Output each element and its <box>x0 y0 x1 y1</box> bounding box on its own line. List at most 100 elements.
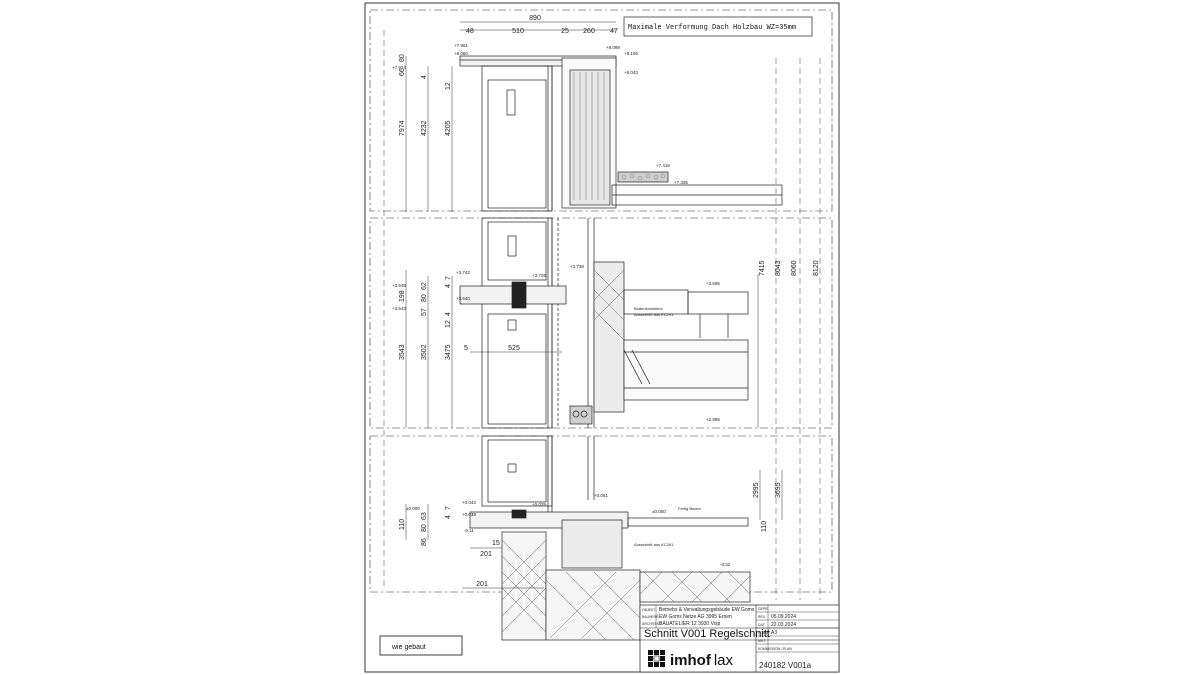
tb-label-gepr: GEPR. <box>758 607 769 611</box>
dim-201-b: 201 <box>476 581 488 588</box>
level-neg011: -0.11 <box>464 528 474 533</box>
tb-architekt: BAUATELIER 12 3930 Visp <box>659 621 720 627</box>
dim-201-a: 201 <box>480 551 492 558</box>
title-block: OBJEKT BAUHERR ARCHITEKT Betriebs & Verw… <box>639 604 840 673</box>
dim-86: 86 <box>421 538 428 546</box>
brand-light: lax <box>714 652 734 669</box>
dim-3695: 3695 <box>775 482 782 498</box>
dim-510: 510 <box>512 28 524 35</box>
dim-4205: 4205 <box>445 120 452 136</box>
level-3548: +3.548 <box>392 283 406 288</box>
bottom-segment <box>469 435 751 641</box>
level-8105: +8.105 <box>624 51 638 56</box>
dim-12-mid: 12 <box>445 320 452 328</box>
level-markers: +7.974 +7.961 +8.060 +8.098 +8.105 +8.04… <box>392 43 731 567</box>
dimension-lines <box>405 21 783 589</box>
level-3729: +3.729 <box>532 273 546 278</box>
level-0000-floor: ±0.000 <box>652 509 666 514</box>
level-7974: +7.974 <box>392 65 406 70</box>
sheet-frame <box>364 2 840 673</box>
level-3695: +3.695 <box>706 281 720 286</box>
dim-12-top: 12 <box>445 82 452 90</box>
label-bodenkonvektor: Bodenkonvektor <box>634 306 664 311</box>
dim-62: 62 <box>421 282 428 290</box>
tb-label-architekt: ARCHITEKT <box>642 622 661 626</box>
tb-label-rev: REV. <box>758 615 766 619</box>
level-3738: +3.738 <box>570 264 584 269</box>
dim-47: 47 <box>610 28 618 35</box>
dim-25: 25 <box>561 28 569 35</box>
dim-890: 890 <box>529 15 541 22</box>
dim-5: 5 <box>464 345 468 352</box>
tb-bauherr: EW Goms Netze AG 3995 Ernen <box>659 614 732 620</box>
dim-48: 48 <box>466 28 474 35</box>
deformation-note-box <box>623 16 813 37</box>
level-0033: +0.033 <box>462 512 476 517</box>
dim-198: 198 <box>399 290 406 302</box>
dim-80-mid: 80 <box>421 294 428 302</box>
as-built-stamp <box>379 635 463 656</box>
level-3742: +3.742 <box>456 270 470 275</box>
tb-dat: 22.03.2024 <box>771 622 796 628</box>
level-neg032: -0.32 <box>720 562 731 567</box>
dim-63: 63 <box>421 512 428 520</box>
reference-lines <box>383 30 821 600</box>
section-drawing: 890 48 510 25 260 47 66 80 7974 4232 420… <box>364 2 840 673</box>
brand-bold: imhof <box>670 652 712 669</box>
dim-80-bot: 80 <box>421 524 428 532</box>
plan-number: 240182 V001a <box>759 661 812 670</box>
label-ausschnitt-kc291-bottom: Ausschnitt aus KC291 <box>634 542 674 547</box>
level-3640: +3.640 <box>456 296 470 301</box>
dim-4-bot: 4 <box>445 515 452 519</box>
dim-7-bot: 7 <box>445 506 452 510</box>
dim-525: 525 <box>508 345 520 352</box>
middle-segment <box>459 217 749 429</box>
deformation-note: Maximale Verformung Dach Holzbau WZ=35mm <box>628 24 796 32</box>
plan-title: Schnitt V001 Regelschnitt <box>644 628 770 640</box>
level-7335: +7.335 <box>674 180 688 185</box>
top-segment <box>459 55 783 212</box>
tb-label-dat: DAT. <box>758 623 765 627</box>
dim-15: 15 <box>492 540 500 547</box>
dim-80-top: 80 <box>399 54 406 62</box>
drawing-sheet: 890 48 510 25 260 47 66 80 7974 4232 420… <box>362 0 842 675</box>
level-0043: +0.043 <box>462 500 476 505</box>
label-fertig-boden: Fertig Boden <box>678 506 701 511</box>
tb-label-kommission: KOMMISSION / PLAN <box>758 647 792 651</box>
dim-3475: 3475 <box>445 344 452 360</box>
as-built-label: wie gebaut <box>391 644 426 651</box>
dim-8120: 8120 <box>813 260 820 276</box>
dim-4-top: 4 <box>421 75 428 79</box>
dim-110-right: 110 <box>761 521 768 532</box>
level-7961: +7.961 <box>454 43 468 48</box>
dim-260: 260 <box>583 28 595 35</box>
brand-logo-icon <box>648 650 665 667</box>
level-3543: +3.543 <box>392 306 406 311</box>
tb-label-objekt: OBJEKT <box>642 608 655 612</box>
dim-3543: 3543 <box>399 344 406 360</box>
tb-form: A3 <box>771 630 777 636</box>
level-8043: +8.043 <box>624 70 638 75</box>
dim-4-mid-b: 4 <box>445 312 452 316</box>
dim-4-mid-a: 4 <box>445 284 452 288</box>
tb-rev: 05.09.2024 <box>771 614 796 620</box>
level-8060: +8.060 <box>454 51 468 56</box>
dim-4232: 4232 <box>421 120 428 136</box>
tb-label-form: FORM <box>758 631 768 635</box>
dim-7974: 7974 <box>399 120 406 136</box>
level-8098: +8.098 <box>606 45 620 50</box>
dim-2995: 2995 <box>753 482 760 498</box>
dim-7415: 7415 <box>759 260 766 276</box>
dim-110-left: 110 <box>399 519 406 530</box>
label-ausschnitt-kc291: Ausschnitt aus KC291 <box>634 312 674 317</box>
dim-3502: 3502 <box>421 344 428 360</box>
dim-7-mid: 7 <box>445 276 452 280</box>
level-0029: +0.029 <box>532 502 546 507</box>
level-0061: +0.061 <box>594 493 608 498</box>
level-2995: +2.995 <box>706 417 720 422</box>
dim-57: 57 <box>421 308 428 316</box>
tb-label-bauherr: BAUHERR <box>642 615 659 619</box>
level-7415: +7.415 <box>656 163 670 168</box>
tb-objekt: Betriebs & Verwaltungsgebäude EW Goms <box>659 607 755 613</box>
